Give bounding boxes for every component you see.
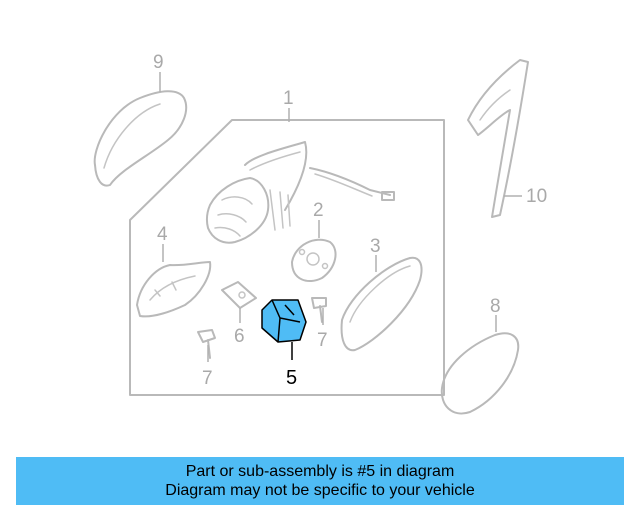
part-9-mirror-cap (93, 90, 188, 187)
callout-3: 3 (370, 236, 381, 257)
part-3-mirror-glass (340, 256, 423, 352)
callout-7-left: 7 (202, 368, 213, 389)
callout-8: 8 (490, 296, 501, 317)
part-1-mirror-body (205, 141, 395, 244)
part-7-screw-right (311, 297, 327, 323)
banner-line-1: Part or sub-assembly is #5 in diagram (185, 463, 455, 480)
part-2-actuator-plate (291, 238, 337, 282)
banner-line-2: Diagram may not be specific to your vehi… (165, 482, 475, 499)
parts-diagram: 9 1 2 3 4 6 (93, 52, 547, 415)
part-4-lower-cover (136, 261, 212, 318)
callout-7-right: 7 (317, 330, 328, 351)
part-5-fill (261, 299, 307, 343)
assembly-frame (129, 119, 445, 396)
part-5-bracket-highlighted (261, 299, 307, 343)
callout-1: 1 (283, 88, 294, 109)
callout-4: 4 (157, 224, 168, 245)
callout-9: 9 (153, 52, 164, 73)
callout-10: 10 (526, 186, 547, 207)
part-10-trim-strip (467, 59, 529, 218)
callout-2: 2 (313, 200, 324, 221)
info-banner: Part or sub-assembly is #5 in diagram Di… (16, 457, 624, 505)
callout-6: 6 (234, 326, 245, 347)
callout-5: 5 (286, 367, 297, 389)
part-8-spare-glass (440, 332, 520, 415)
part-6-clip (221, 281, 257, 309)
part-7-screw-left (197, 329, 216, 359)
